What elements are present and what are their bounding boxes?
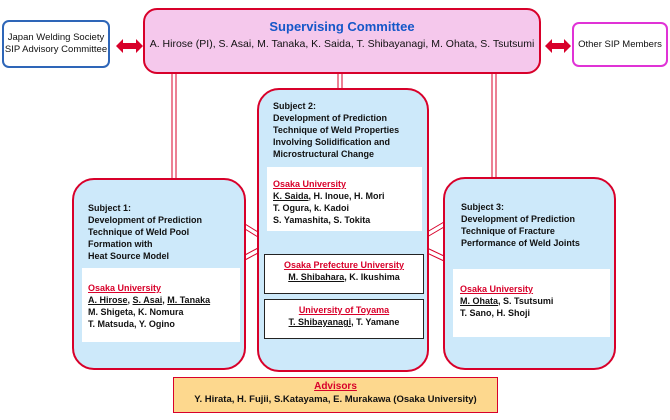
double-arrow-right-icon <box>545 39 571 53</box>
subject1-member-tanaka: M. Tanaka <box>167 295 211 305</box>
subject2-member-rest: , H. Inoue, H. Mori <box>308 191 385 201</box>
supervising-committee-members: A. Hirose (PI), S. Asai, M. Tanaka, K. S… <box>149 38 535 50</box>
subject1-member-line1: A. Hirose, S. Asai, M. Tanaka <box>88 295 211 305</box>
subject2-member-line3: S. Yamashita, S. Tokita <box>273 215 371 225</box>
connector-s1-s2-d <box>244 252 259 261</box>
other-sip-members-box: Other SIP Members <box>572 22 668 67</box>
connector-s1-s2-a <box>244 223 259 233</box>
subject1-member-line2: M. Shigeta, K. Nomura <box>88 307 184 317</box>
subject2-member-line2: T. Ogura, k. Kadoi <box>273 203 350 213</box>
subject2-title-line: Development of Prediction <box>273 113 388 123</box>
subject2-box: Subject 2: Development of Prediction Tec… <box>257 88 429 372</box>
connector-s2-s3-b <box>426 226 445 238</box>
pref-member-rest: , K. Ikushima <box>344 272 400 282</box>
subject3-member-rest: , S. Tsutsumi <box>498 296 554 306</box>
subject3-box: Subject 3: Development of Prediction Tec… <box>443 177 616 370</box>
pref-members: M. Shibahara, K. Ikushima <box>265 271 423 283</box>
subject2-title-line: Technique of Weld Properties <box>273 125 400 135</box>
advisors-box: Advisors Y. Hirata, H. Fujii, S.Katayama… <box>173 377 498 413</box>
subject1-member-line3: T. Matsuda, Y. Ogino <box>88 319 175 329</box>
subject1-title-line: Development of Prediction <box>88 215 203 225</box>
subject3-lead-member: M. Ohata <box>460 296 499 306</box>
subject2-university: Osaka University <box>273 179 347 189</box>
connector-s2-s3-a <box>426 221 445 233</box>
subject3-member-line2: T. Sano, H. Shoji <box>460 308 531 318</box>
subject1-title-line: Formation with <box>88 239 153 249</box>
subject1-title-line: Technique of Weld Pool <box>88 227 190 237</box>
subject2-title-line: Involving Solidification and <box>273 137 391 147</box>
subject1-member-hirose: A. Hirose <box>88 295 128 305</box>
connector-s2-s3-c <box>426 247 445 257</box>
subject3-osaka-panel: Osaka University M. Ohata, S. Tsutsumi T… <box>453 269 610 337</box>
subject3-title-line: Technique of Fracture <box>461 226 555 236</box>
subject1-member-asai: S. Asai <box>132 295 163 305</box>
subject3-title-line: Performance of Weld Joints <box>461 238 580 248</box>
subject2-title-line: Subject 2: <box>273 101 317 111</box>
subject1-university: Osaka University <box>88 283 162 293</box>
subject2-title: Subject 2: Development of Prediction Tec… <box>273 100 423 160</box>
pref-university-name: Osaka Prefecture University <box>283 260 405 270</box>
external-left-line1: Japan Welding Society <box>7 32 105 43</box>
university-of-toyama-box: University of Toyama T. Shibayanagi, T. … <box>264 299 424 339</box>
subject2-lead-member: K. Saida <box>273 191 309 201</box>
subject2-osaka-panel: Osaka University K. Saida, H. Inoue, H. … <box>267 167 422 231</box>
japan-welding-society-box: Japan Welding Society SIP Advisory Commi… <box>2 20 110 68</box>
subject2-title-line: Microstructural Change <box>273 149 375 159</box>
connector-s2-s3-d <box>426 252 445 262</box>
subject1-title: Subject 1: Development of Prediction Tec… <box>88 202 240 262</box>
advisors-members: Y. Hirata, H. Fujii, S.Katayama, E. Mura… <box>194 394 477 405</box>
toyama-members: T. Shibayanagi, T. Yamane <box>265 316 423 328</box>
advisors-title: Advisors <box>314 381 357 392</box>
subject1-box: Subject 1: Development of Prediction Tec… <box>72 178 246 370</box>
toyama-university-name: University of Toyama <box>298 305 390 315</box>
subject3-member-line1: M. Ohata, S. Tsutsumi <box>460 295 610 307</box>
subject1-title-line: Subject 1: <box>88 203 132 213</box>
subject3-title: Subject 3: Development of Prediction Tec… <box>461 201 613 249</box>
supervising-committee-title: Supervising Committee <box>269 19 415 34</box>
supervising-committee-box: Supervising Committee A. Hirose (PI), S.… <box>143 8 541 74</box>
connector-s1-s2-b <box>244 228 259 238</box>
osaka-prefecture-university-box: Osaka Prefecture University M. Shibahara… <box>264 254 424 294</box>
toyama-lead-member: T. Shibayanagi <box>288 317 352 327</box>
subject1-title-line: Heat Source Model <box>88 251 170 261</box>
subject3-title-line: Subject 3: <box>461 202 505 212</box>
subject3-university: Osaka University <box>460 284 534 294</box>
external-left-line2: SIP Advisory Committee <box>4 44 108 55</box>
connector-s1-s2-c <box>244 247 259 256</box>
subject2-member-line1: K. Saida, H. Inoue, H. Mori <box>273 190 422 202</box>
subject1-osaka-panel: Osaka University A. Hirose, S. Asai, M. … <box>82 268 240 342</box>
external-right-label: Other SIP Members <box>578 38 662 50</box>
double-arrow-left-icon <box>116 39 143 53</box>
subject3-title-line: Development of Prediction <box>461 214 576 224</box>
toyama-member-rest: , T. Yamane <box>351 317 400 327</box>
pref-lead-member: M. Shibahara <box>288 272 345 282</box>
